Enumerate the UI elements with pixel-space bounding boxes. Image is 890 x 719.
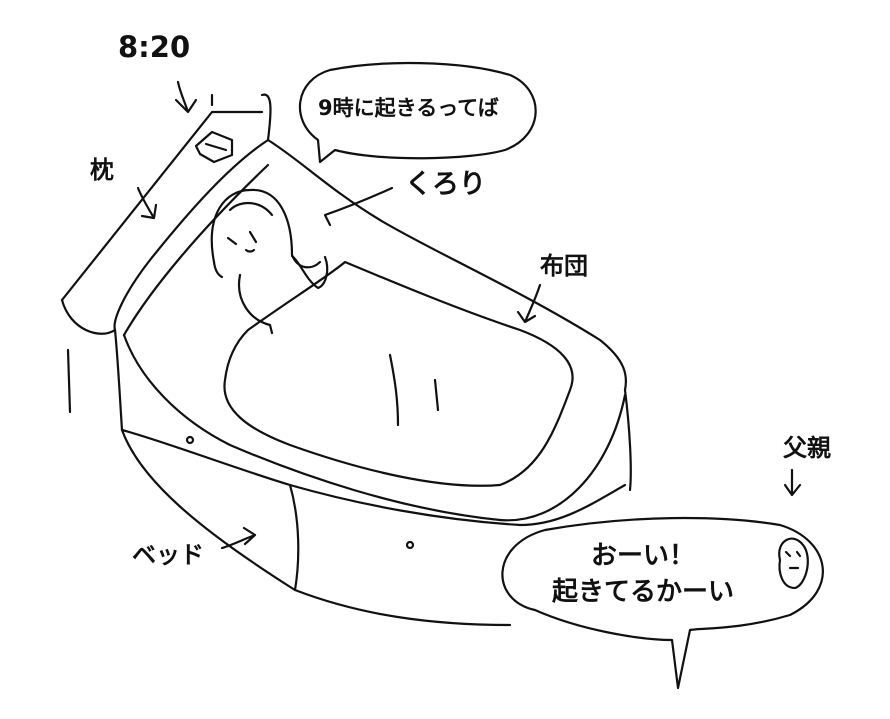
speech-bottom-line1: おーい！ xyxy=(590,541,695,571)
kurori-label: くろり xyxy=(405,169,486,200)
speech-bottom-line2: 起きてるかーい xyxy=(551,577,734,607)
futon-label: 布団 xyxy=(540,252,588,280)
father-arrow xyxy=(783,468,802,497)
pillow-arrow xyxy=(136,186,158,220)
speech-bubble-top xyxy=(298,61,537,164)
father-face-drawing xyxy=(778,537,809,590)
speech-text-bottom: おーい！ 起きてるかーい xyxy=(538,538,748,610)
kurori-arrow xyxy=(323,186,394,227)
girl-drawing xyxy=(210,188,329,335)
speech-text-top: 9時に起きるってば xyxy=(318,96,499,120)
time-arrow xyxy=(174,80,198,114)
bed-arrow xyxy=(220,526,257,550)
futon-arrow xyxy=(516,283,542,324)
bed-frame xyxy=(60,93,632,627)
futon-drawing xyxy=(223,260,574,487)
speech-bubble-bottom xyxy=(501,516,824,690)
bed-label: ベッド xyxy=(132,541,204,569)
father-label: 父親 xyxy=(783,434,831,462)
pillow-label: 枕 xyxy=(90,156,114,184)
time-label: 8:20 xyxy=(118,30,191,64)
clock-drawing xyxy=(194,130,234,164)
